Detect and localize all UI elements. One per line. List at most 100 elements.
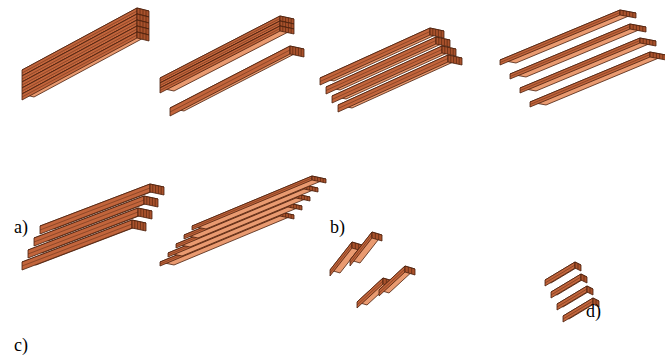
lamination-line bbox=[438, 38, 439, 45]
plate-end bbox=[372, 232, 382, 241]
lamination-line bbox=[282, 27, 283, 32]
lamination-line bbox=[146, 210, 147, 218]
lamination-line bbox=[143, 28, 144, 34]
lamination-line bbox=[140, 33, 141, 39]
lamination-line bbox=[158, 186, 159, 194]
plate-stack bbox=[170, 46, 304, 116]
lamination-line bbox=[140, 27, 141, 33]
lamination-line bbox=[140, 209, 141, 217]
lamination-line bbox=[646, 39, 647, 44]
lamination-line bbox=[143, 16, 144, 22]
lamination-line bbox=[295, 47, 296, 55]
plate-end bbox=[630, 24, 646, 32]
plate-stack bbox=[330, 232, 382, 276]
lamination-line bbox=[338, 59, 448, 109]
lamination-line bbox=[155, 198, 156, 206]
lamination-line bbox=[450, 56, 451, 63]
lamination-line bbox=[639, 26, 640, 31]
lamination-line bbox=[652, 40, 653, 45]
plate-stack bbox=[22, 32, 149, 100]
lamination-line bbox=[312, 187, 313, 191]
lamination-line bbox=[282, 22, 283, 27]
lamination-line bbox=[192, 178, 312, 228]
panel-label: d) bbox=[586, 302, 601, 320]
plate-top bbox=[192, 176, 326, 229]
plate-end bbox=[448, 55, 462, 65]
panel-label: a) bbox=[14, 218, 28, 236]
lamination-line bbox=[140, 15, 141, 21]
plate-end bbox=[587, 286, 593, 295]
plate-end bbox=[150, 184, 164, 195]
lamination-line bbox=[375, 233, 376, 239]
plate-end bbox=[405, 266, 415, 275]
lamination-line bbox=[146, 28, 147, 34]
lamination-line bbox=[34, 200, 144, 242]
lamination-line bbox=[411, 268, 412, 274]
lamination-line bbox=[441, 30, 442, 37]
lamination-line bbox=[447, 47, 448, 54]
lamination-line bbox=[140, 9, 141, 15]
plate-end bbox=[137, 32, 149, 41]
plate-end bbox=[312, 176, 326, 183]
plate-stack bbox=[22, 184, 164, 270]
plate-end bbox=[581, 274, 587, 283]
lamination-line bbox=[282, 17, 283, 22]
plate-end bbox=[290, 46, 304, 57]
lamination-line bbox=[291, 23, 292, 28]
lamination-line bbox=[317, 177, 318, 181]
lamination-line bbox=[155, 185, 156, 193]
lamination-line bbox=[453, 56, 454, 63]
plate-side bbox=[338, 55, 448, 112]
lamination-line bbox=[584, 276, 585, 282]
plate-side bbox=[160, 16, 280, 83]
plate-side bbox=[34, 196, 144, 246]
plate-end bbox=[620, 10, 636, 18]
lamination-line bbox=[137, 221, 138, 229]
plate-end bbox=[430, 28, 444, 38]
lamination-line bbox=[320, 178, 321, 182]
lamination-line bbox=[285, 213, 286, 217]
lamination-line bbox=[146, 197, 147, 205]
plate-end bbox=[640, 38, 656, 46]
lamination-line bbox=[653, 53, 654, 58]
lamination-line bbox=[288, 23, 289, 28]
plate-side bbox=[160, 21, 280, 88]
plate-side bbox=[530, 52, 650, 107]
lamination-line bbox=[444, 39, 445, 46]
lamination-line bbox=[160, 29, 280, 91]
lamination-line bbox=[140, 21, 141, 27]
lamination-line bbox=[447, 39, 448, 46]
plate-stack bbox=[357, 266, 415, 308]
lamination-line bbox=[22, 29, 137, 91]
lamination-line bbox=[435, 29, 436, 36]
lamination-line bbox=[146, 10, 147, 16]
lamination-line bbox=[656, 53, 657, 58]
panel-label: b) bbox=[330, 218, 345, 236]
lamination-line bbox=[301, 195, 302, 199]
lamination-line bbox=[450, 48, 451, 55]
lamination-line bbox=[292, 47, 293, 55]
lamination-line bbox=[379, 269, 405, 293]
lamination-line bbox=[636, 25, 637, 30]
plate-stack bbox=[22, 8, 149, 94]
lamination-line bbox=[633, 25, 634, 30]
lamination-line bbox=[444, 47, 445, 54]
lamination-line bbox=[626, 11, 627, 16]
lamination-line bbox=[378, 234, 379, 240]
lamination-line bbox=[149, 197, 150, 205]
lamination-line bbox=[134, 221, 135, 229]
lamination-line bbox=[649, 40, 650, 45]
lamination-line bbox=[285, 17, 286, 22]
lamination-line bbox=[323, 178, 324, 182]
plate-side bbox=[192, 176, 312, 230]
lamination-line bbox=[146, 16, 147, 22]
lamination-line bbox=[301, 48, 302, 56]
plate-side bbox=[350, 232, 372, 266]
lamination-line bbox=[140, 222, 141, 230]
lamination-line bbox=[288, 214, 289, 218]
plate-end bbox=[575, 262, 581, 271]
lamination-line bbox=[623, 11, 624, 16]
lamination-line bbox=[288, 18, 289, 23]
lamination-line bbox=[456, 57, 457, 64]
